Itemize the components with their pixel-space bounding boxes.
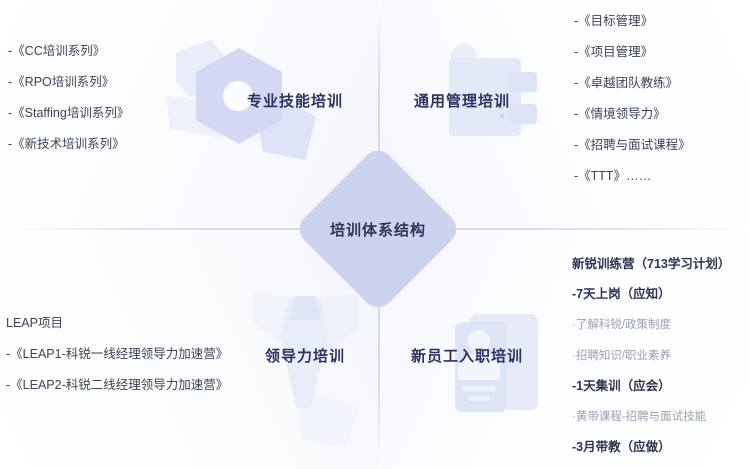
necktie-icon-knot (289, 296, 321, 320)
list-item: -《新技术培训系列》 (8, 137, 125, 151)
list-item: -《情境领导力》 (574, 107, 666, 121)
list-professional-skills: -《CC培训系列》 -《RPO培训系列》 -《Staffing培训系列》 -《新… (8, 36, 129, 160)
list-item: -《LEAP2-科锐二线经理领导力加速营》 (6, 378, 229, 392)
list-item: ·黄带课程-招聘与面试技能 (572, 411, 707, 423)
hexagon-nut-icon-wing-left (176, 40, 232, 98)
necktie-icon-shadow (296, 392, 360, 448)
document-stack-icon-tab-bottom (507, 104, 537, 124)
document-stack-icon-tab-top (507, 72, 537, 92)
heading-leadership: 领导力培训 (265, 348, 346, 365)
list-item: -《目标管理》 (574, 14, 654, 28)
heading-new-employee: 新员工入职培训 (411, 348, 524, 365)
list-item: -《LEAP1-科锐一线经理领导力加速营》 (6, 347, 229, 361)
list-item: -1天集训（应会） (572, 379, 671, 393)
list-item: ·了解科锐/政策制度 (572, 319, 672, 331)
list-leadership: LEAP项目 -《LEAP1-科锐一线经理领导力加速营》 -《LEAP2-科锐二… (6, 308, 228, 401)
heading-general-management: 通用管理培训 (414, 93, 511, 110)
necktie-icon-collar-left (253, 292, 297, 350)
list-item: -7天上岗（应知） (572, 287, 671, 301)
list-leadership-lead: LEAP项目 (6, 316, 63, 330)
list-item: ·招聘知识/职业素养 (572, 350, 672, 362)
list-item: -《RPO培训系列》 (8, 75, 115, 89)
list-item: -《TTT》…… (574, 169, 652, 183)
list-item: -3月带教（应做） (572, 440, 671, 454)
center-node-label: 培训体系结构 (329, 221, 426, 239)
list-item: 新锐训练营（713学习计划） (572, 257, 731, 271)
list-item: -《Staffing培训系列》 (8, 106, 130, 120)
list-item: -《卓越团队教练》 (574, 76, 679, 90)
id-card-person-icon-line-1 (462, 386, 496, 391)
list-item: -《招聘与面试课程》 (574, 138, 691, 152)
document-stack-icon-knob (451, 44, 477, 70)
heading-professional-skills: 专业技能培训 (247, 93, 344, 110)
hexagon-nut-icon-wing-lower (166, 96, 230, 138)
list-new-employee: 新锐训练营（713学习计划） -7天上岗（应知） ·了解科锐/政策制度 ·招聘知… (572, 249, 730, 462)
id-card-person-icon-line-2 (468, 396, 490, 401)
list-item: -《CC培训系列》 (8, 44, 106, 58)
list-item: -《项目管理》 (574, 45, 654, 59)
list-general-management: -《目标管理》 -《项目管理》 -《卓越团队教练》 -《情境领导力》 -《招聘与… (574, 6, 691, 192)
id-card-person-icon (455, 322, 507, 412)
